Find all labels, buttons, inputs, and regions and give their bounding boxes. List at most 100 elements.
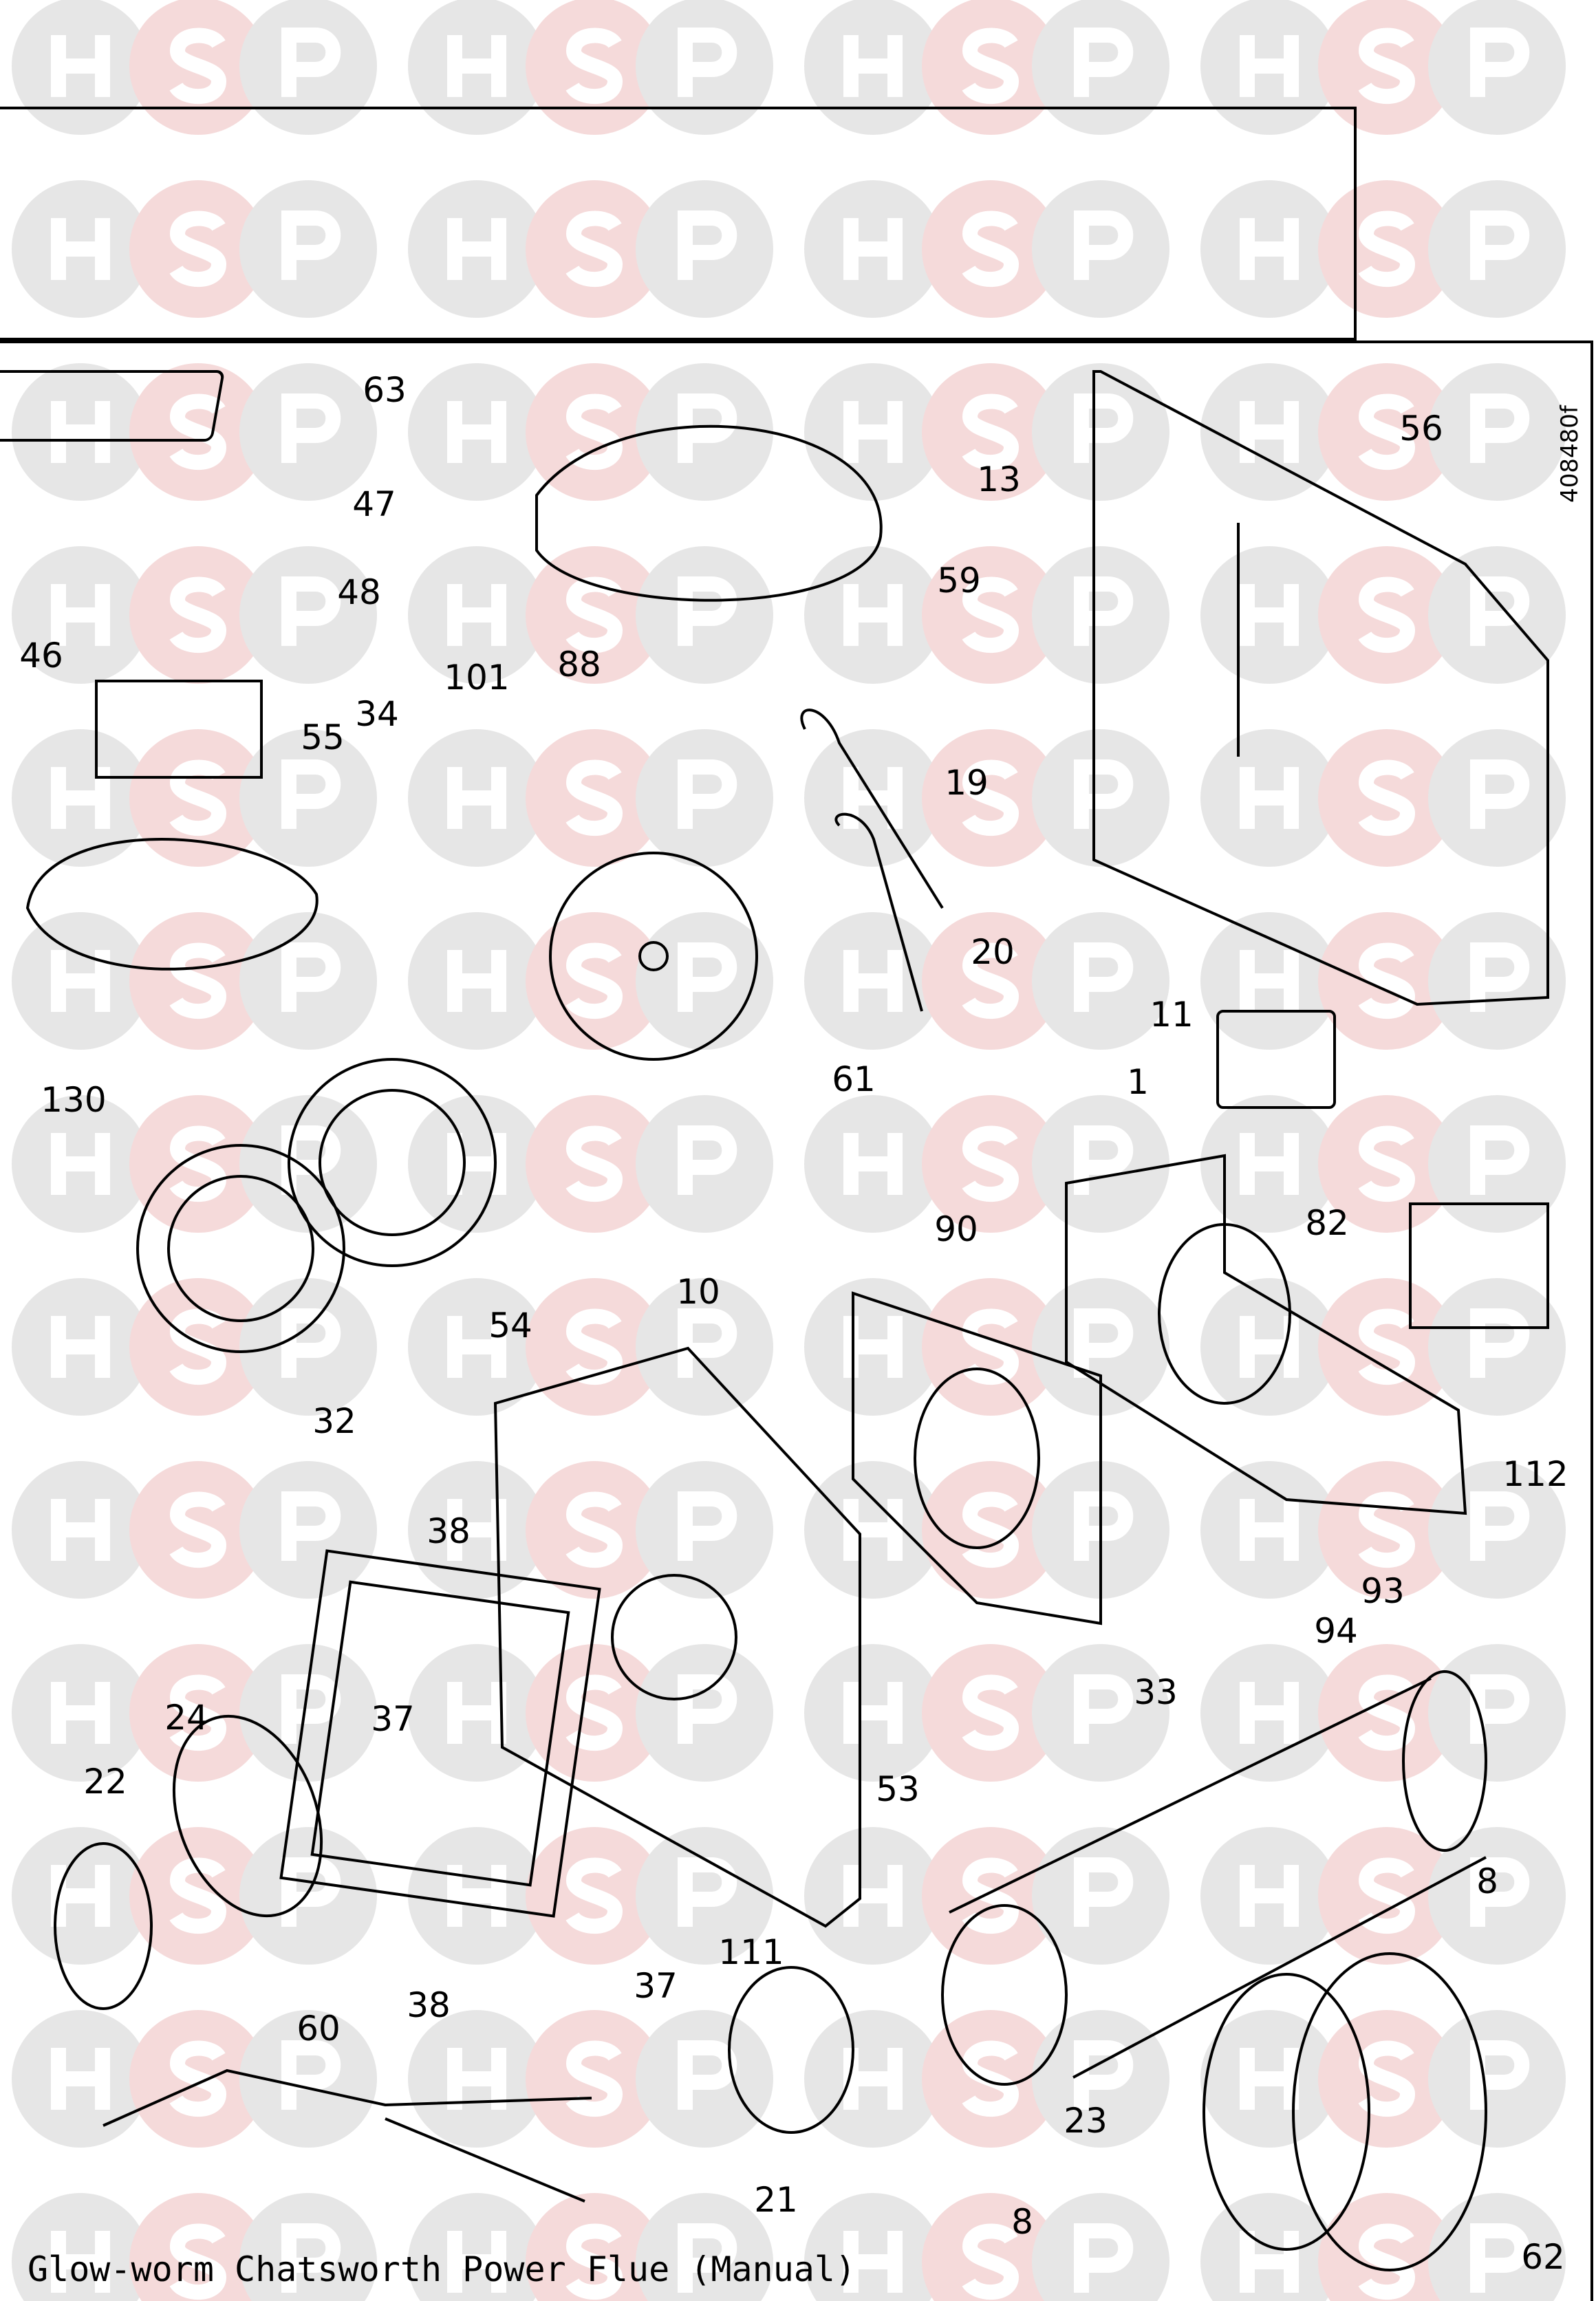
watermark-letter-p <box>1470 576 1530 646</box>
watermark-letter-h <box>51 2231 110 2293</box>
part-callout[interactable]: 38 <box>407 1985 451 2025</box>
part-callout[interactable]: 94 <box>1314 1611 1358 1651</box>
part-callout[interactable]: 21 <box>754 2180 798 2220</box>
part-callout[interactable]: 82 <box>1305 1203 1349 1243</box>
part-callout[interactable]: 11 <box>1150 995 1194 1035</box>
part-callout[interactable]: 61 <box>832 1059 876 1099</box>
watermark-letter-p <box>1470 1308 1530 1378</box>
part-callout[interactable]: 8 <box>1011 2202 1033 2242</box>
watermark-letter-h <box>843 1499 903 1561</box>
watermark-letter-h <box>1240 950 1299 1012</box>
watermark-letter-h <box>447 584 506 646</box>
part-callout[interactable]: 10 <box>676 1272 720 1312</box>
watermark-p-circle <box>239 1827 377 1965</box>
watermark-s-circle <box>922 912 1059 1050</box>
watermark-letter-h <box>51 218 110 280</box>
part-callout[interactable]: 23 <box>1064 2101 1108 2141</box>
part-callout[interactable]: 112 <box>1502 1454 1568 1494</box>
watermark-letter-h <box>447 950 506 1012</box>
watermark-letter-h <box>1240 1133 1299 1195</box>
watermark-letter-s <box>169 1674 227 1751</box>
watermark-letter-s <box>1358 2223 1416 2300</box>
part-callout[interactable]: 24 <box>164 1698 208 1738</box>
watermark-letter-s <box>962 576 1020 653</box>
watermark-letter-h <box>51 2048 110 2110</box>
part-harness-60 <box>103 2068 592 2203</box>
part-callout[interactable]: 88 <box>557 645 601 684</box>
watermark-letter-h <box>1240 401 1299 463</box>
watermark-h-circle <box>1200 1644 1338 1782</box>
watermark-s-circle <box>922 1644 1059 1782</box>
part-callout[interactable]: 62 <box>1521 2237 1565 2277</box>
watermark-letter-p <box>1074 393 1134 463</box>
part-callout[interactable]: 53 <box>876 1769 920 1809</box>
watermark-letter-p <box>678 28 737 97</box>
watermark-h-circle <box>12 1827 149 1965</box>
part-callout[interactable]: 37 <box>371 1699 415 1739</box>
part-callout[interactable]: 111 <box>718 1932 784 1972</box>
part-callout[interactable]: 59 <box>937 561 981 601</box>
watermark-h-circle <box>408 1644 546 1782</box>
part-callout[interactable]: 8 <box>1476 1861 1498 1901</box>
watermark-letter-p <box>1470 1491 1530 1561</box>
watermark-letter-p <box>678 1125 737 1195</box>
watermark-p-circle <box>1428 2010 1566 2148</box>
watermark-h-circle <box>408 2010 546 2148</box>
part-callout[interactable]: 46 <box>19 636 63 676</box>
watermark-h-circle <box>1200 546 1338 684</box>
watermark-letter-s <box>169 576 227 653</box>
watermark-letter-s <box>169 210 227 288</box>
part-callout[interactable]: 130 <box>41 1080 107 1120</box>
watermark-letter-h <box>1240 1865 1299 1927</box>
part-callout[interactable]: 20 <box>971 932 1015 972</box>
part-switch-box <box>95 680 263 779</box>
part-callout[interactable]: 37 <box>634 1966 678 2006</box>
part-callout[interactable]: 55 <box>301 717 345 757</box>
watermark-h-circle <box>12 180 149 318</box>
watermark-p-circle <box>636 2193 773 2301</box>
part-callout[interactable]: 19 <box>945 763 989 803</box>
part-cover-56 <box>1092 370 1549 1006</box>
watermark-letter-p <box>678 210 737 280</box>
watermark-letter-h <box>447 2231 506 2293</box>
watermark-letter-s <box>1358 210 1416 288</box>
part-callout[interactable]: 101 <box>444 658 510 698</box>
part-callout[interactable]: 56 <box>1399 409 1443 449</box>
part-callout[interactable]: 32 <box>312 1401 356 1441</box>
watermark-letter-s <box>962 1308 1020 1385</box>
part-callout[interactable]: 13 <box>977 460 1021 499</box>
watermark-p-circle <box>239 363 377 501</box>
part-callout[interactable]: 1 <box>1127 1062 1149 1102</box>
watermark-s-circle <box>129 180 267 318</box>
part-ring-54-inner <box>319 1089 466 1236</box>
watermark-letter-s <box>169 1857 227 1934</box>
watermark-letter-s <box>962 393 1020 471</box>
watermark-h-circle <box>12 0 149 135</box>
watermark-letter-s <box>1358 1308 1416 1385</box>
watermark-s-circle <box>526 546 663 684</box>
watermark-h-circle <box>804 0 942 135</box>
watermark-letter-s <box>1358 1125 1416 1202</box>
watermark-letter-h <box>447 35 506 97</box>
part-callout[interactable]: 33 <box>1134 1672 1178 1712</box>
watermark-h-circle <box>804 2193 942 2301</box>
part-callout[interactable]: 47 <box>352 484 396 524</box>
watermark-letter-s <box>169 942 227 1019</box>
part-callout[interactable]: 34 <box>355 694 399 734</box>
part-callout[interactable]: 22 <box>83 1762 127 1802</box>
watermark-letter-p <box>1074 210 1134 280</box>
watermark-s-circle <box>922 546 1059 684</box>
watermark-letter-s <box>169 2223 227 2300</box>
watermark-letter-h <box>843 1316 903 1378</box>
part-callout[interactable]: 63 <box>363 370 407 410</box>
watermark-letter-p <box>281 2040 341 2110</box>
watermark-h-circle <box>12 2010 149 2148</box>
watermark-p-circle <box>1428 912 1566 1050</box>
part-callout[interactable]: 90 <box>934 1209 978 1249</box>
part-callout[interactable]: 48 <box>337 572 381 612</box>
watermark-letter-h <box>843 2231 903 2293</box>
part-callout[interactable]: 60 <box>296 2009 341 2049</box>
part-callout[interactable]: 54 <box>488 1306 532 1346</box>
part-callout[interactable]: 38 <box>427 1511 471 1551</box>
part-callout[interactable]: 93 <box>1361 1571 1405 1611</box>
